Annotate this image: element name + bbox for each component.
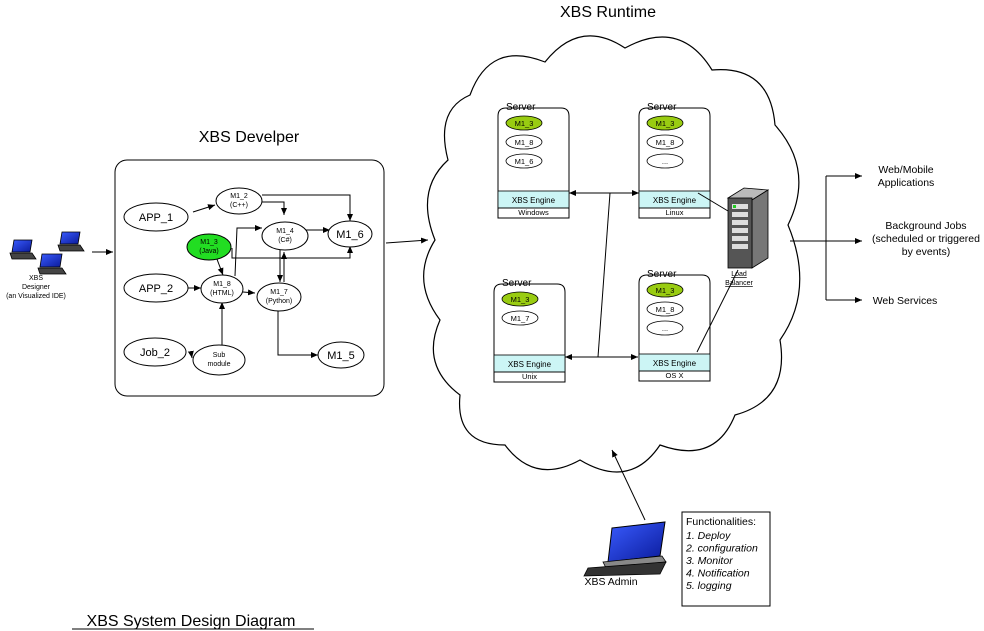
output-jobs-line3: by events) [902,246,950,258]
node-m1-4 [261,221,309,251]
node-m1-7-label: M1_7 [270,289,288,296]
node-m1-7-sublabel: (Python) [266,298,292,305]
output-fanout [790,173,862,303]
node-m1-3-label: M1_3 [200,239,218,246]
node-m1-2-label: M1_2 [230,193,248,200]
server-module [646,320,684,336]
node-m1-8-label: M1_8 [213,281,231,288]
server-module [505,115,543,131]
server-module [505,134,543,150]
server-module [646,153,684,169]
load-balancer-label-2: Balancer [725,280,753,287]
server-os-label: OS X [666,371,684,380]
node-app1 [123,202,189,232]
node-m1-4-sublabel: (C#) [278,237,292,244]
server-label: Server [502,278,532,289]
functionalities-title: Functionalities: [686,516,756,528]
node-m1-3-sublabel: (Java) [199,248,218,255]
output-web-line1: Web/Mobile [878,164,933,176]
node-m1-2 [215,187,263,215]
load-balancer-server-icon [726,187,770,269]
server-module [501,310,539,326]
node-app1-label: APP_1 [139,212,173,224]
xbs-engine-label: XBS Engine [653,359,697,368]
server-module-label: ... [662,157,668,166]
server-module [646,301,684,317]
server-module [505,153,543,169]
designer-label-line3: (an Visualized IDE) [6,293,66,300]
node-job2 [123,337,187,367]
admin-to-runtime-arrow [611,449,646,521]
node-submodule-sublabel: module [208,361,231,368]
server-module-label: M1_3 [656,119,675,128]
developer-title: XBS Develper [199,129,300,146]
node-m1-2-sublabel: (C++) [230,202,248,209]
server-module-label: M1_3 [656,286,675,295]
node-m1-5-label: M1_5 [327,350,355,362]
diagram-caption: XBS System Design Diagram [87,613,296,630]
node-m1-8-sublabel: (HTML) [210,290,234,297]
node-app2-label: APP_2 [139,283,173,295]
designer-laptops-icon [9,231,85,275]
admin-laptop-icon [583,521,667,577]
node-m1-5 [317,341,365,369]
node-submodule [192,344,246,376]
server-module [646,115,684,131]
server-connections [565,190,739,360]
node-submodule-label: Sub [213,352,226,359]
node-m1-6 [327,220,373,248]
server-module-label: M1_8 [656,138,675,147]
output-jobs-line2: (scheduled or triggered [872,233,980,245]
xbs-engine-label: XBS Engine [653,196,697,205]
server-module [646,282,684,298]
developer-to-runtime-arrow [385,237,429,244]
node-m1-6-label: M1_6 [336,229,364,241]
node-app2 [123,273,189,303]
functionality-item: 2. configuration [685,543,758,555]
node-job2-label: Job_2 [140,347,170,359]
node-m1-4-label: M1_4 [276,228,294,235]
server-os-label: Unix [522,372,537,381]
server-label: Server [647,102,677,113]
functionality-item: 3. Monitor [686,555,733,567]
server-module-label: M1_3 [515,119,534,128]
functionality-item: 4. Notification [686,568,750,580]
output-jobs-line1: Background Jobs [885,220,966,232]
designer-label-line1: XBS [29,275,43,282]
server-os-label: Linux [666,208,684,217]
server-module [501,291,539,307]
load-balancer-label: Load [731,271,747,278]
server-label: Server [506,102,536,113]
functionality-item: 5. logging [686,580,732,592]
server-module-label: M1_6 [515,157,534,166]
node-m1-7 [256,282,302,312]
server-module-label: M1_3 [511,295,530,304]
node-m1-8 [200,274,244,304]
server-module-label: ... [662,324,668,333]
admin-label: XBS Admin [584,576,637,588]
server-module-label: M1_7 [511,314,530,323]
functionality-item: 1. Deploy [686,530,731,542]
functionalities-box [681,511,771,607]
server-module [646,134,684,150]
xbs-engine-label: XBS Engine [508,360,552,369]
output-services: Web Services [873,295,938,307]
server-module-label: M1_8 [515,138,534,147]
node-m1-3 [186,233,232,261]
output-web-line2: Applications [878,177,935,189]
server-module-label: M1_8 [656,305,675,314]
xbs-engine-label: XBS Engine [512,196,556,205]
runtime-title: XBS Runtime [560,4,656,21]
server-os-label: Windows [518,208,549,217]
server-label: Server [647,269,677,280]
designer-label-line2: Designer [22,284,51,291]
